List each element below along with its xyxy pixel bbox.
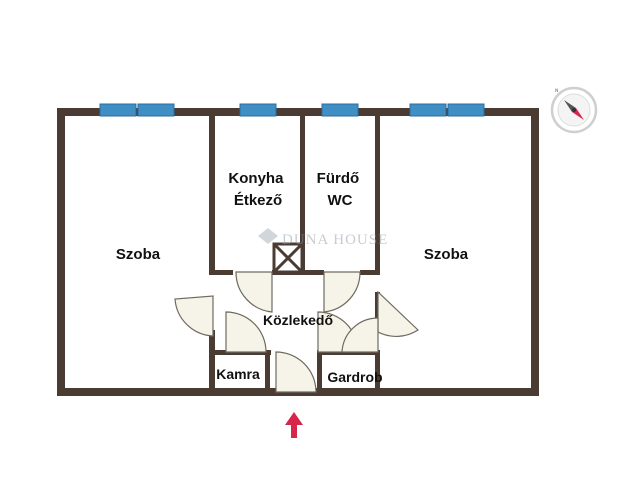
wall-kamra-right: [265, 352, 270, 388]
window: [99, 103, 137, 117]
room-label-kamra: Kamra: [216, 366, 260, 382]
compass-icon: ɴ: [550, 86, 598, 134]
wall-left-room-upper: [209, 116, 215, 274]
window: [447, 103, 485, 117]
wall-gardrob-left: [317, 352, 322, 388]
room-label-furdo: Fürdő WC: [317, 170, 364, 209]
room-label-kozlekedo: Közlekedő: [263, 312, 333, 328]
wall-bath-bottom: [360, 270, 380, 275]
shaft: [272, 242, 304, 274]
outer-wall-top: [57, 108, 539, 116]
window: [321, 103, 359, 117]
wall-bath-right-upper: [375, 116, 380, 274]
room-label-gardrob: Gardrob: [327, 369, 382, 385]
window: [137, 103, 175, 117]
door-kitchen: [235, 271, 273, 313]
room-label-szoba-right: Szoba: [424, 246, 469, 263]
entrance-arrow-icon: [285, 412, 303, 438]
svg-text:ɴ: ɴ: [555, 88, 558, 94]
doors: [174, 271, 419, 393]
wall-kitchen-bath: [300, 116, 305, 274]
outer-wall-left: [57, 108, 65, 396]
door-right-room: [377, 290, 419, 337]
door-kamra: [225, 311, 267, 353]
watermark-text: DUNA HOUSE: [282, 232, 388, 248]
windows: [99, 103, 485, 117]
door-left-room: [174, 295, 214, 337]
window: [239, 103, 277, 117]
window: [409, 103, 447, 117]
wall-gardrob-right: [375, 352, 380, 388]
room-label-konyha: Konyha Étkező: [228, 170, 287, 209]
outer-wall-right: [531, 108, 539, 396]
door-entrance: [275, 351, 317, 393]
door-gardrob-2: [341, 317, 379, 353]
room-labels: Szoba Konyha Étkező Fürdő WC Szoba Közle…: [116, 170, 469, 385]
watermark-logo-icon: [258, 228, 278, 244]
door-bathroom: [323, 271, 361, 313]
room-label-szoba-left: Szoba: [116, 246, 161, 263]
watermark: DUNA HOUSE: [258, 228, 388, 248]
wall-kitchen-bottom-left: [209, 270, 233, 275]
wall-left-room-lower: [209, 330, 215, 388]
